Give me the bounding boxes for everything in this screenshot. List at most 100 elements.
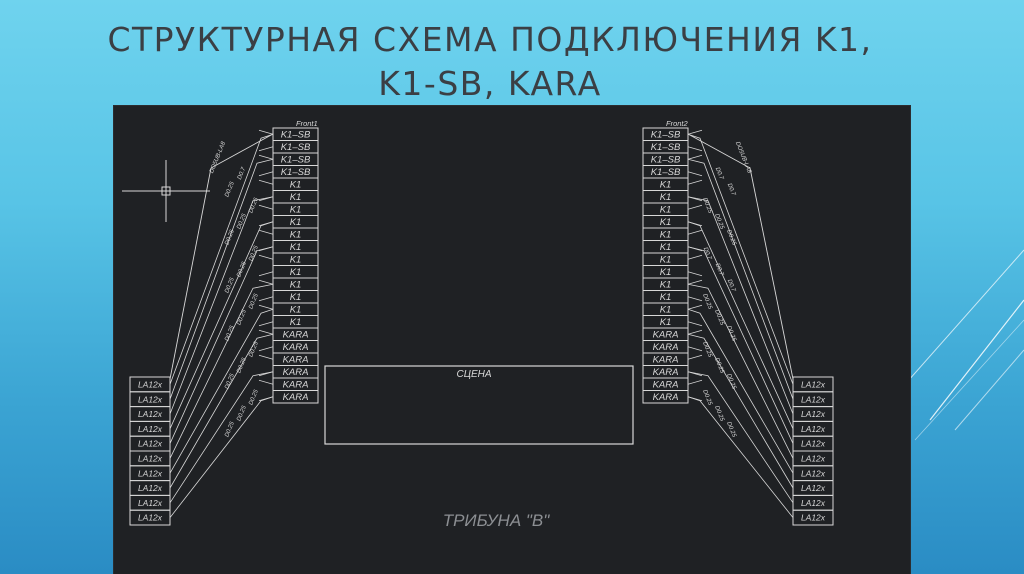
right-cell-connector: [687, 321, 703, 327]
right-cell-connector: [687, 129, 703, 135]
left-speaker-cell-box: [272, 390, 319, 404]
right-cell-connector: [687, 196, 703, 202]
left-cell-connector: [258, 196, 274, 202]
right-amplifier-label: LA12x: [801, 483, 826, 493]
right-cable-label: D0.25: [713, 309, 725, 327]
left-cable-label: D0.25: [236, 356, 248, 374]
left-cable-label: D0.25: [248, 340, 260, 358]
left-speaker-cell-label: KARA: [283, 330, 309, 341]
right-cell-connector: [687, 246, 703, 252]
left-cable-line: [169, 333, 274, 489]
right-amplifier-label: LA12x: [801, 513, 826, 523]
right-main-feed-line: [687, 133, 751, 169]
left-cable-label: D0.25: [248, 292, 260, 310]
right-amplifier-label: LA12x: [801, 424, 826, 434]
left-speaker-cell-label: KARA: [283, 367, 309, 378]
left-speaker-cell-label: K1: [290, 305, 302, 316]
left-cell-connector: [258, 371, 274, 377]
right-cell-connector: [687, 371, 703, 377]
left-cell-connector: [258, 329, 274, 335]
left-cable-label: D0.25: [224, 276, 236, 294]
left-speaker-cell-label: K1–SB: [281, 142, 311, 153]
left-cell-connector: [258, 246, 274, 252]
title-line-2: K1-SB, KARA: [378, 64, 602, 103]
stage-label: СЦЕНА: [456, 369, 491, 380]
left-speaker-cell-label: K1–SB: [281, 167, 311, 178]
left-main-feed-line: [210, 133, 274, 169]
right-cable-line: [687, 396, 794, 518]
left-speaker-column: K1–SBK1–SBK1–SBK1–SBK1K1K1K1K1K1K1K1K1K1…: [272, 127, 319, 404]
right-cell-connector: [687, 146, 703, 152]
right-cell-connector: [687, 154, 703, 160]
right-cable-label: D0.25: [701, 389, 713, 407]
right-cable-label: D0.25: [701, 341, 713, 359]
right-amplifier-rack: LA12xLA12xLA12xLA12xLA12xLA12xLA12xLA12x…: [792, 376, 834, 526]
left-cell-connector: [258, 254, 274, 260]
left-speaker-cell-label: K1: [290, 255, 302, 266]
stand-label: ТРИБУНА "В": [443, 511, 551, 530]
right-speaker-cell-label: K1: [660, 267, 672, 278]
slide-title: СТРУКТУРНАЯ СХЕМА ПОДКЛЮЧЕНИЯ K1, K1-SB,…: [60, 18, 920, 106]
right-speaker-cell-label: K1: [660, 305, 672, 316]
right-amplifier-label: LA12x: [801, 394, 826, 404]
right-cable-line: [687, 333, 794, 489]
left-speaker-cell-label: K1: [290, 242, 302, 253]
left-speaker-cell-label: K1: [290, 317, 302, 328]
left-cell-connector: [258, 321, 274, 327]
left-speaker-cell-label: K1: [290, 292, 302, 303]
right-cell-connector: [687, 179, 703, 185]
right-main-feed-line: [749, 167, 794, 380]
right-speaker-cell-label: K1: [660, 217, 672, 228]
crosshair-cursor-icon: [122, 160, 210, 222]
left-cable-label: D0.25: [236, 308, 248, 326]
left-cell-connector: [258, 179, 274, 185]
left-cable-label: D0.25: [236, 212, 248, 230]
right-amplifier-label: LA12x: [801, 498, 826, 508]
left-speaker-cell-label: K1: [290, 230, 302, 241]
right-cell-connector: [687, 221, 703, 227]
left-amplifier-label: LA12x: [138, 409, 163, 419]
right-speaker-cell-box: [642, 390, 689, 404]
left-cable-label: D0.25: [248, 244, 260, 262]
left-cell-connector: [258, 304, 274, 310]
left-cable-line: [169, 133, 274, 385]
right-cable-line: [687, 371, 794, 504]
right-cell-connector: [687, 254, 703, 260]
right-cell-connector: [687, 304, 703, 310]
left-cable-line: [169, 371, 274, 504]
right-cell-connector: [687, 279, 703, 285]
right-cable-label: D0.7: [702, 247, 713, 262]
right-cell-connector: [687, 329, 703, 335]
left-cell-connector: [258, 354, 274, 360]
left-speaker-cell-label: K1: [290, 180, 302, 191]
cad-drawing-panel: СЦЕНА ТРИБУНА "В" Front1 Front2 DO5UB-LA…: [114, 106, 910, 574]
right-column-header: Front2: [666, 119, 689, 128]
left-speaker-cell-label: K1: [290, 217, 302, 228]
right-speaker-cell-label: KARA: [653, 330, 679, 341]
right-cable-label: D0.25: [701, 197, 713, 215]
right-cell-connector: [687, 204, 703, 210]
left-cell-connector: [258, 154, 274, 160]
left-amplifier-rack: LA12xLA12xLA12xLA12xLA12xLA12xLA12xLA12x…: [129, 376, 171, 526]
right-cell-connector: [687, 296, 703, 302]
left-speaker-cell-label: KARA: [283, 355, 309, 366]
left-amplifier-label: LA12x: [138, 513, 163, 523]
left-amplifier-label: LA12x: [138, 380, 163, 390]
left-speaker-cell-label: KARA: [283, 380, 309, 391]
left-cable-label: D0.7: [237, 166, 248, 181]
right-amplifier-label: LA12x: [801, 468, 826, 478]
right-cable-label: D0.25: [713, 405, 725, 423]
right-amplifier-label: LA12x: [801, 409, 826, 419]
right-cable-line: [687, 196, 794, 415]
right-cable-label: D0.7: [714, 263, 725, 278]
left-speaker-cell-label: K1: [290, 267, 302, 278]
left-cable-label: D0.25: [224, 180, 236, 198]
left-amplifier-label: LA12x: [138, 439, 163, 449]
right-cell-connector: [687, 271, 703, 277]
right-speaker-cell-label: K1: [660, 205, 672, 216]
right-speaker-cell-label: K1: [660, 317, 672, 328]
left-amplifier-label: LA12x: [138, 454, 163, 464]
left-main-feed-line: [169, 167, 212, 380]
right-speaker-cell-label: KARA: [653, 355, 679, 366]
left-cell-connector: [258, 296, 274, 302]
